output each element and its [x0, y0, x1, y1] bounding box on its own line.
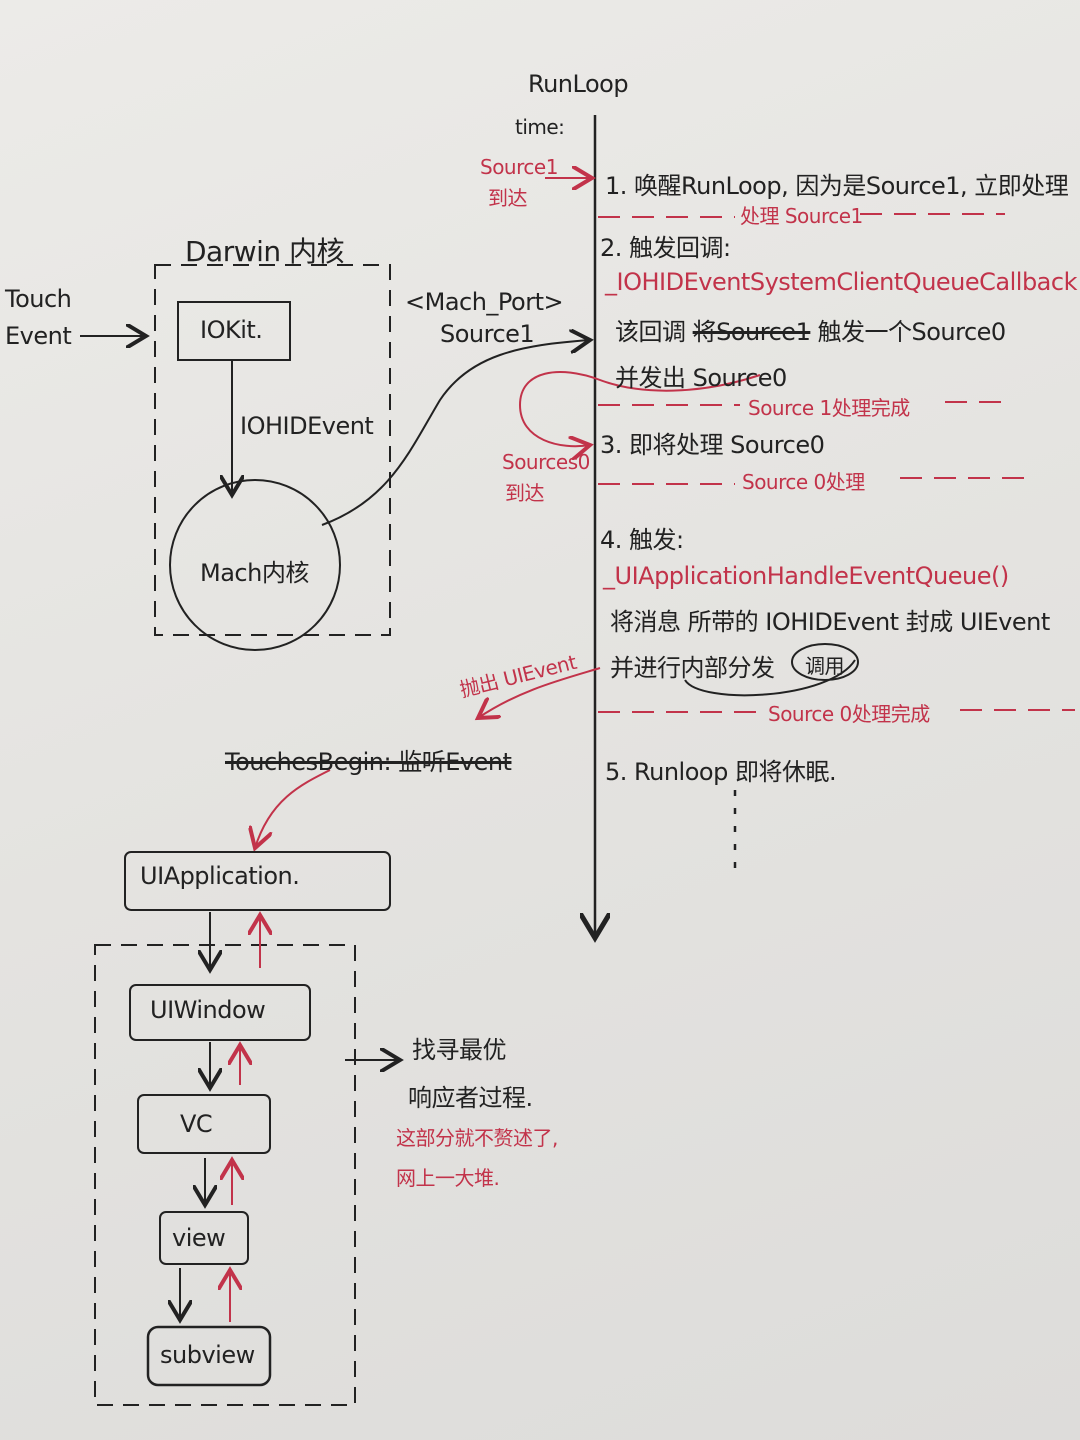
circled-word-text: 调用 — [805, 654, 845, 678]
struck-note: TouchesBegin: 监听Event — [225, 748, 512, 776]
source0-arrive-label-2: 到达 — [505, 481, 545, 505]
source0-loop-arrow — [518, 371, 761, 446]
mach-circle — [169, 479, 341, 651]
source0-arrive-label: Sources0 — [502, 450, 590, 474]
to-uiapplication-arrow — [255, 769, 331, 848]
step-3: 3. 即将处理 Source0 — [600, 431, 825, 459]
struck-text: 将Source1 — [692, 318, 811, 346]
source1-arrive-label-2: 到达 — [488, 186, 528, 210]
view-box — [159, 1211, 249, 1265]
darwin-kernel-title: Darwin 内核 — [185, 235, 345, 268]
mach-label: Mach内核 — [200, 559, 309, 587]
step-2-text-b: 触发一个Source0 — [817, 318, 1006, 346]
subview-box — [146, 1325, 272, 1387]
responder-red-note: 这部分就不赘述了, — [396, 1126, 558, 1150]
iokit-label: IOKit. — [200, 316, 263, 344]
subview-label: subview — [160, 1341, 255, 1369]
responder-red-note-2: 网上一大堆. — [396, 1166, 500, 1190]
step-2: 2. 触发回调: — [600, 234, 731, 262]
responder-dashed-box — [94, 944, 356, 1406]
step-4-line-1: 将消息 所带的 IOHIDEvent 封成 UIEvent — [610, 608, 1050, 636]
divider-label-4: Source 0处理完成 — [768, 702, 930, 726]
step-5: 5. Runloop 即将休眠. — [605, 758, 837, 786]
divider-label-1: 处理 Source1 — [740, 204, 863, 228]
dispatch-underline — [684, 659, 856, 697]
touch-event-label: Touch — [5, 285, 72, 313]
divider-label-3: Source 0处理 — [742, 470, 865, 494]
step-4-line-2: 并进行内部分发 — [610, 654, 775, 682]
responder-note: 找寻最优 — [412, 1036, 507, 1064]
throw-uievent-arrow — [478, 667, 601, 718]
touch-event-label-2: Event — [5, 322, 72, 350]
view-label: view — [172, 1224, 226, 1252]
vc-box — [137, 1094, 271, 1154]
runloop-title: RunLoop — [528, 70, 629, 98]
uiapplication-box — [124, 851, 391, 911]
step-4-callback: _UIApplicationHandleEventQueue() — [603, 562, 1009, 590]
vc-label: VC — [180, 1110, 213, 1138]
uiwindow-box — [129, 984, 311, 1041]
mach-port-label: <Mach_Port> — [405, 288, 564, 316]
source1-arrive-label: Source1 — [480, 155, 558, 179]
responder-note-2: 响应者过程. — [408, 1084, 533, 1112]
step-2-line-2: 并发出 Source0 — [615, 364, 787, 392]
divider-label-2: Source 1处理完成 — [748, 396, 910, 420]
mach-port-source1-label: Source1 — [440, 320, 535, 348]
circled-word — [791, 643, 859, 681]
iokit-box — [177, 301, 291, 361]
uiwindow-label: UIWindow — [150, 996, 266, 1024]
step-2-callback: _IOHIDEventSystemClientQueueCallback — [605, 268, 1077, 296]
iohid-event-label: IOHIDEvent — [240, 412, 374, 440]
mach-port-arrow — [321, 340, 590, 526]
step-1: 1. 唤醒RunLoop, 因为是Source1, 立即处理 — [605, 172, 1069, 200]
uiapplication-label: UIApplication. — [140, 862, 300, 890]
step-4: 4. 触发: — [600, 526, 684, 554]
darwin-kernel-box — [154, 264, 391, 636]
time-label: time: — [515, 115, 565, 139]
step-2-line-1: 该回调 将Source1 触发一个Source0 — [615, 312, 1006, 347]
step-2-text-a: 该回调 — [615, 318, 686, 346]
